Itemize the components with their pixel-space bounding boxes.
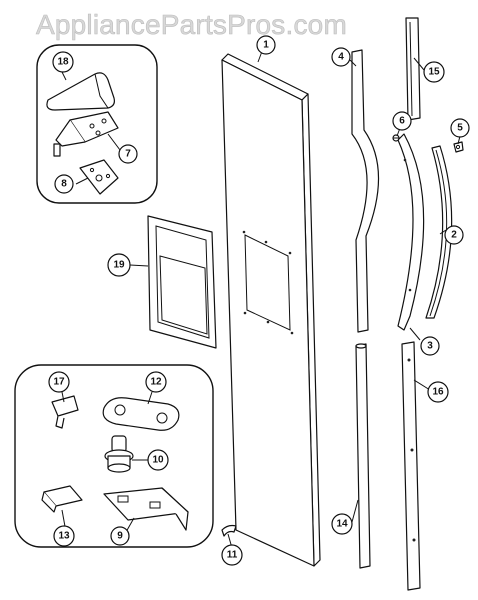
callout-2-label: 2 (451, 230, 457, 241)
callout-14[interactable]: 14 (331, 513, 353, 535)
callouts: 1 4 15 18 7 8 6 5 2 19 3 16 17 12 10 13 … (48, 35, 470, 566)
callout-19[interactable]: 19 (107, 253, 131, 277)
part-18-hinge-cover[interactable] (46, 72, 115, 111)
callout-6-label: 6 (399, 116, 405, 127)
part-9-hinge-bracket[interactable] (103, 487, 189, 531)
callout-6[interactable]: 6 (392, 111, 412, 131)
callout-18-label: 18 (57, 57, 69, 68)
part-14-handle-lower[interactable] (355, 343, 371, 569)
callout-5-label: 5 (457, 123, 463, 134)
callout-1[interactable]: 1 (256, 35, 276, 55)
part-10-cam-riser[interactable] (104, 435, 134, 473)
callout-10[interactable]: 10 (147, 449, 169, 471)
hinge-inset-bottom (14, 364, 214, 548)
part-1-door-panel[interactable] (221, 53, 321, 567)
callout-4-label: 4 (338, 52, 344, 63)
callout-2[interactable]: 2 (444, 225, 464, 245)
watermark-text: AppliancePartsPros.com (36, 9, 347, 40)
callout-12-label: 12 (150, 377, 162, 388)
callout-8-label: 8 (61, 179, 67, 190)
part-19-dispenser-trim[interactable] (147, 215, 217, 349)
callout-16[interactable]: 16 (427, 381, 449, 403)
callout-10-label: 10 (152, 455, 164, 466)
callout-15-label: 15 (428, 67, 440, 78)
part-5-screw[interactable] (453, 141, 464, 153)
callout-8[interactable]: 8 (54, 174, 74, 194)
callout-19-label: 19 (113, 260, 125, 271)
part-7-top-hinge[interactable] (53, 111, 119, 157)
callout-7-label: 7 (125, 149, 131, 160)
part-16-trim-strip[interactable] (401, 341, 421, 591)
part-17-bracket[interactable] (51, 395, 79, 429)
callout-9[interactable]: 9 (110, 526, 130, 546)
part-3-handle-cap[interactable] (397, 133, 425, 331)
part-11-spacer[interactable] (221, 524, 237, 537)
callout-7[interactable]: 7 (118, 144, 138, 164)
callout-16-label: 16 (432, 387, 444, 398)
callout-5[interactable]: 5 (450, 118, 470, 138)
callout-12[interactable]: 12 (145, 371, 167, 393)
callout-9-label: 9 (117, 531, 123, 542)
callout-17-label: 17 (53, 377, 65, 388)
callout-18[interactable]: 18 (52, 51, 74, 73)
callout-15[interactable]: 15 (423, 61, 445, 83)
part-6-screw[interactable] (392, 134, 400, 142)
callout-11[interactable]: 11 (221, 544, 243, 566)
part-13-clip[interactable] (41, 485, 83, 513)
part-8-hinge-shim[interactable] (79, 159, 119, 195)
part-12-bottom-hinge[interactable] (102, 397, 180, 431)
callout-17[interactable]: 17 (48, 371, 70, 393)
callout-4[interactable]: 4 (331, 47, 351, 67)
part-15-trim-strip[interactable] (405, 17, 421, 121)
callout-11-label: 11 (227, 550, 238, 561)
callout-13[interactable]: 13 (53, 525, 75, 547)
callout-14-label: 14 (336, 519, 348, 530)
dispenser-cutout (242, 230, 294, 335)
callout-3[interactable]: 3 (420, 336, 440, 356)
callout-3-label: 3 (427, 341, 433, 352)
callout-1-label: 1 (263, 40, 269, 51)
part-4-handle-upper[interactable] (351, 49, 380, 333)
callout-13-label: 13 (58, 531, 70, 542)
hinge-inset-top (36, 44, 158, 204)
